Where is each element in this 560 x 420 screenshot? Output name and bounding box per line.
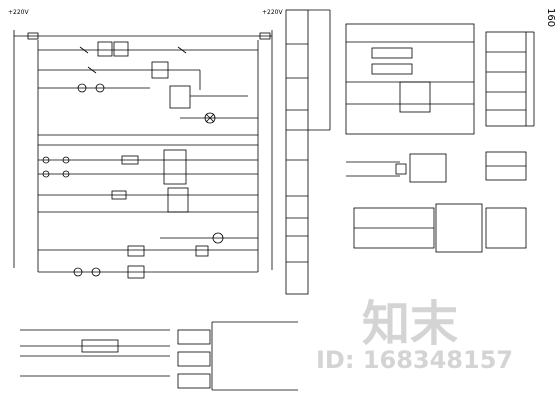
rung-6 <box>38 170 258 178</box>
coil-box-2 <box>121 155 139 165</box>
small-relay-circuit <box>346 151 527 183</box>
bottom-aux-circuit <box>20 321 298 391</box>
control-box-2 <box>163 149 187 185</box>
supply-label-right: +220V <box>262 9 283 16</box>
ct-block-1 <box>371 47 413 59</box>
relay-terminal-block <box>409 153 447 183</box>
relay-box-2 <box>113 41 129 57</box>
rung-3 <box>38 83 248 109</box>
measurement-circuit <box>345 23 535 135</box>
lamp-row6-1 <box>42 170 50 178</box>
coil-box-1 <box>151 61 169 79</box>
aux-label-box-1 <box>177 329 211 345</box>
coil-box-5 <box>127 265 145 279</box>
lamp-symbol-1 <box>204 112 216 124</box>
aux-relay-box <box>81 339 119 353</box>
indicator-lamp-2 <box>95 83 105 93</box>
supply-label-left: +220V <box>8 9 29 16</box>
indicator-lamp-3 <box>73 267 83 277</box>
rung-7 <box>38 187 258 213</box>
rung-10 <box>37 262 259 279</box>
indicator-lamp-4 <box>91 267 101 277</box>
rung-2 <box>38 61 201 90</box>
relay-box-3 <box>111 190 127 200</box>
measurement-frame <box>345 23 475 135</box>
meter-circuit <box>353 203 527 253</box>
rung-1 <box>38 41 258 57</box>
fuse-right <box>259 32 271 40</box>
ct-block-3 <box>399 81 431 113</box>
relay-box-1 <box>97 41 113 57</box>
indicator-lamp-1 <box>77 83 87 93</box>
main-control-circuit <box>13 9 331 295</box>
lamp-row6-2 <box>62 170 70 178</box>
relay-symbol <box>395 163 407 175</box>
page-number: 160 <box>545 8 556 27</box>
meter-device <box>435 203 483 253</box>
aux-label-box-2 <box>177 351 211 367</box>
control-box-3 <box>167 187 189 213</box>
ct-block-2 <box>371 63 413 75</box>
rung-4 <box>180 112 258 124</box>
coil-box-4 <box>195 245 209 257</box>
watermark-logo: 知末 <box>362 296 458 352</box>
coil-box-3 <box>127 245 145 257</box>
fuse-left <box>27 32 39 40</box>
rung-5 <box>38 144 258 185</box>
rung-9 <box>38 245 258 257</box>
function-column <box>285 9 309 295</box>
control-box-1 <box>169 85 191 109</box>
watermark-id: ID: 168348157 <box>316 346 513 374</box>
aux-label-box-3 <box>177 373 211 389</box>
meter-legend <box>485 207 527 249</box>
measurement-legend <box>485 31 527 127</box>
rung-8 <box>38 211 258 244</box>
